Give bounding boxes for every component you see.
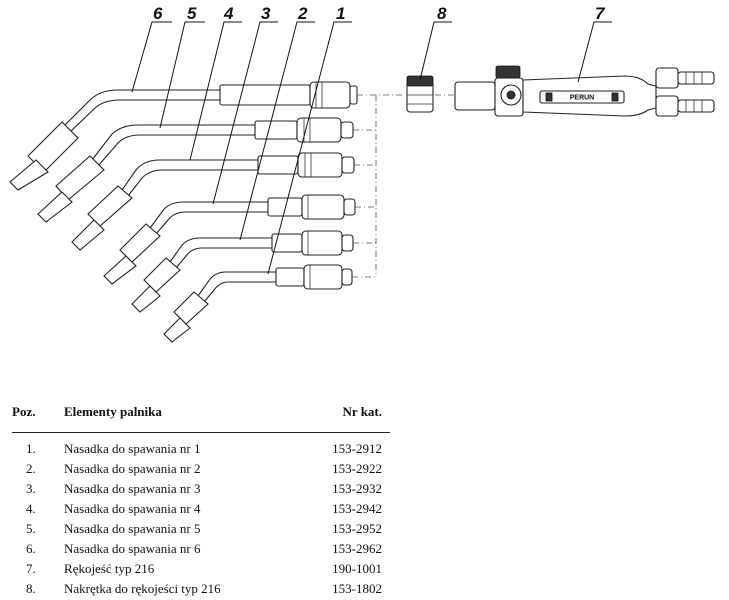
- row-pos: 6.: [26, 541, 36, 556]
- table-row: 5. Nasadka do spawania nr 5 153-2952: [12, 519, 390, 539]
- table-header-row: Poz. Elementy palnika Nr kat.: [12, 400, 390, 433]
- row-pos: 5.: [26, 521, 36, 536]
- nozzle-1: [163, 264, 353, 343]
- row-catalog-no: 153-2912: [332, 441, 382, 456]
- callout-2: 2: [297, 4, 308, 23]
- callout-8: 8: [437, 4, 447, 23]
- row-catalog-no: 153-1802: [332, 581, 382, 596]
- row-pos: 2.: [26, 461, 36, 476]
- header-elements: Elementy palnika: [64, 400, 303, 433]
- row-catalog-no: 153-2942: [332, 501, 382, 516]
- table-row: 1. Nasadka do spawania nr 1 153-2912: [12, 433, 390, 460]
- row-name: Nasadka do spawania nr 4: [64, 501, 201, 516]
- row-pos: 4.: [26, 501, 36, 516]
- row-pos: 1.: [26, 441, 36, 456]
- row-name: Nakrętka do rękojeści typ 216: [64, 581, 221, 596]
- row-name: Nasadka do spawania nr 6: [64, 541, 201, 556]
- torch-exploded-diagram: PERUN 6 5 4 3 2 1 8 7: [9, 4, 715, 343]
- nut-8: [406, 75, 434, 113]
- row-catalog-no: 153-2922: [332, 461, 382, 476]
- callout-leaders: [131, 21, 612, 275]
- row-name: Nasadka do spawania nr 2: [64, 461, 201, 476]
- row-catalog-no: 153-2962: [332, 541, 382, 556]
- brand-label: PERUN: [570, 95, 595, 102]
- row-catalog-no: 153-2952: [332, 521, 382, 536]
- row-pos: 3.: [26, 481, 36, 496]
- nozzle-3: [103, 194, 356, 285]
- table-row: 6. Nasadka do spawania nr 6 153-2962: [12, 539, 390, 559]
- row-name: Nasadka do spawania nr 5: [64, 521, 201, 536]
- table-row: 3. Nasadka do spawania nr 3 153-2932: [12, 479, 390, 499]
- row-pos: 7.: [26, 561, 36, 576]
- row-name: Rękojeść typ 216: [64, 561, 155, 576]
- row-name: Nasadka do spawania nr 3: [64, 481, 201, 496]
- row-pos: 8.: [26, 581, 36, 596]
- nozzle-4: [71, 152, 355, 251]
- header-pos: Poz.: [12, 400, 64, 433]
- row-catalog-no: 153-2932: [332, 481, 382, 496]
- parts-table: Poz. Elementy palnika Nr kat. 1. Nasadka…: [12, 400, 390, 599]
- callout-3: 3: [261, 4, 271, 23]
- nozzle-5: [37, 117, 354, 223]
- row-name: Nasadka do spawania nr 1: [64, 441, 201, 456]
- table-row: 2. Nasadka do spawania nr 2 153-2922: [12, 459, 390, 479]
- callout-5: 5: [187, 4, 197, 23]
- callout-6: 6: [153, 4, 163, 23]
- table-row: 8. Nakrętka do rękojeści typ 216 153-180…: [12, 579, 390, 599]
- callout-4: 4: [223, 4, 234, 23]
- row-catalog-no: 190-1001: [332, 561, 382, 576]
- callout-1: 1: [336, 4, 345, 23]
- table-row: 7. Rękojeść typ 216 190-1001: [12, 559, 390, 579]
- assembly-axis-lines: [352, 94, 455, 278]
- nozzle-2: [131, 230, 354, 313]
- handle-7: PERUN: [454, 65, 715, 117]
- table-row: 4. Nasadka do spawania nr 4 153-2942: [12, 499, 390, 519]
- callout-7: 7: [595, 4, 606, 23]
- header-catalog-no: Nr kat.: [302, 400, 390, 433]
